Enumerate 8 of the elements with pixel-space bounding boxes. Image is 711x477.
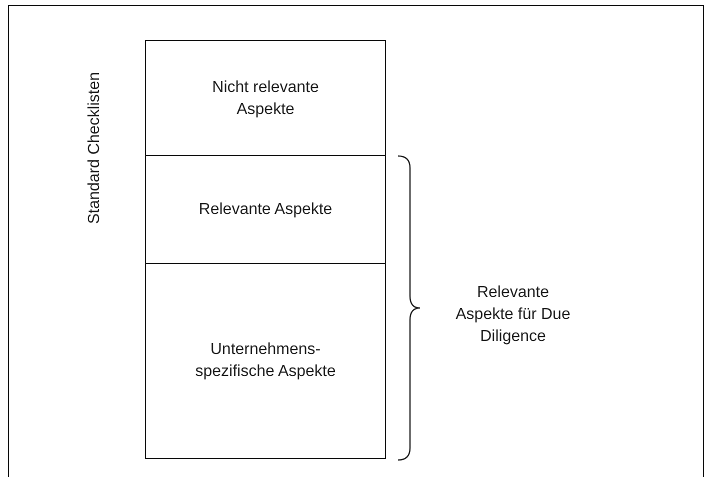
block-label: Unternehmens-spezifische Aspekte — [194, 340, 337, 382]
axis-label: Standard Checklisten — [85, 70, 104, 226]
stacked-block — [145, 263, 386, 459]
stacked-block — [145, 155, 386, 264]
block-label: Relevante Aspekte — [198, 200, 332, 220]
brace-label: Relevante Aspekte für Due Diligence — [454, 283, 572, 347]
block-label: Nicht relevante Aspekte — [211, 78, 320, 120]
stacked-block — [145, 40, 386, 157]
